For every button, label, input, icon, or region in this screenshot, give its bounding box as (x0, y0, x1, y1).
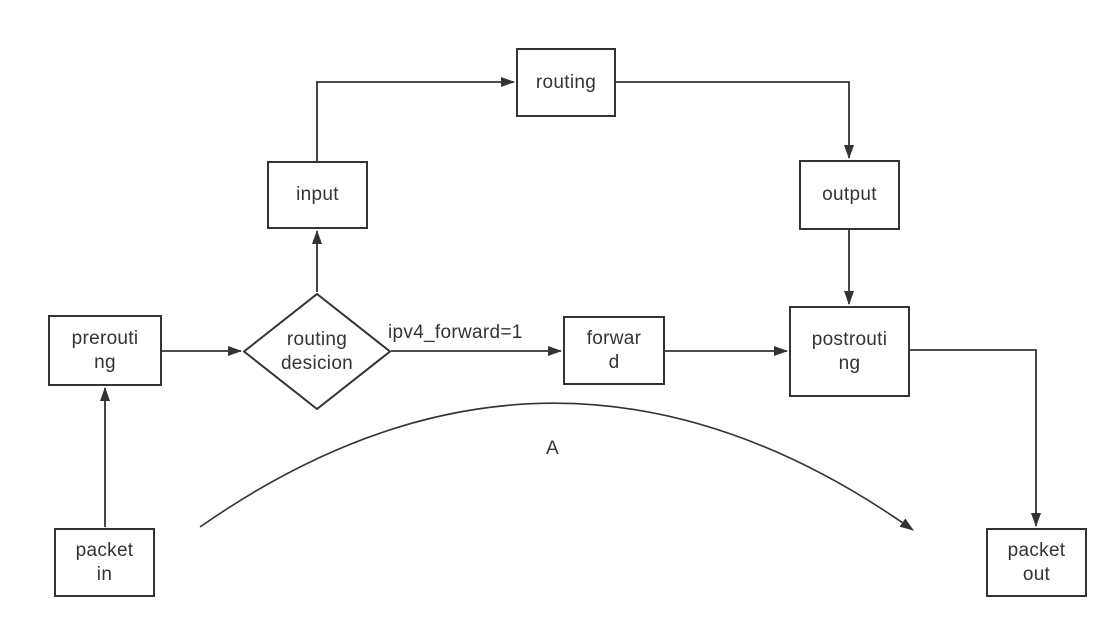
node-postrouting[interactable]: postrouti ng (789, 306, 910, 397)
node-forward[interactable]: forwar d (563, 316, 665, 385)
node-label: d (608, 351, 620, 373)
edge-bypass-curve (199, 402, 914, 531)
node-routing-decision[interactable]: routing desicion (243, 293, 391, 410)
node-label: packet (1007, 539, 1066, 561)
node-label: postrouti (811, 328, 888, 350)
node-label: out (1022, 563, 1051, 585)
node-prerouting[interactable]: prerouti ng (48, 315, 162, 386)
edge-routing-output (616, 81, 854, 159)
edge-label-ipv4-forward: ipv4_forward=1 (388, 322, 523, 343)
node-label: in (96, 563, 113, 585)
node-label: packet (75, 539, 134, 561)
routing-decision-diamond-shape (243, 293, 391, 410)
node-input[interactable]: input (267, 161, 368, 229)
node-label: prerouti (71, 327, 139, 349)
edge-postrouting-packetout (910, 349, 1041, 527)
node-label: output (822, 184, 877, 205)
routing-decision-label: routing desicion (243, 293, 391, 410)
edge-input-routing (316, 77, 515, 161)
node-routing[interactable]: routing (516, 48, 616, 117)
node-label: input (296, 184, 339, 205)
node-label: ng (838, 352, 861, 374)
node-output[interactable]: output (799, 160, 900, 230)
curve-label-a: A (546, 438, 559, 459)
node-label: forwar (586, 327, 642, 349)
node-packet-in[interactable]: packet in (54, 528, 155, 597)
node-packet-out[interactable]: packet out (986, 528, 1087, 597)
node-label: routing (535, 71, 597, 93)
node-label: desicion (280, 352, 354, 374)
node-label: routing (286, 328, 348, 350)
node-label: ng (94, 351, 116, 373)
